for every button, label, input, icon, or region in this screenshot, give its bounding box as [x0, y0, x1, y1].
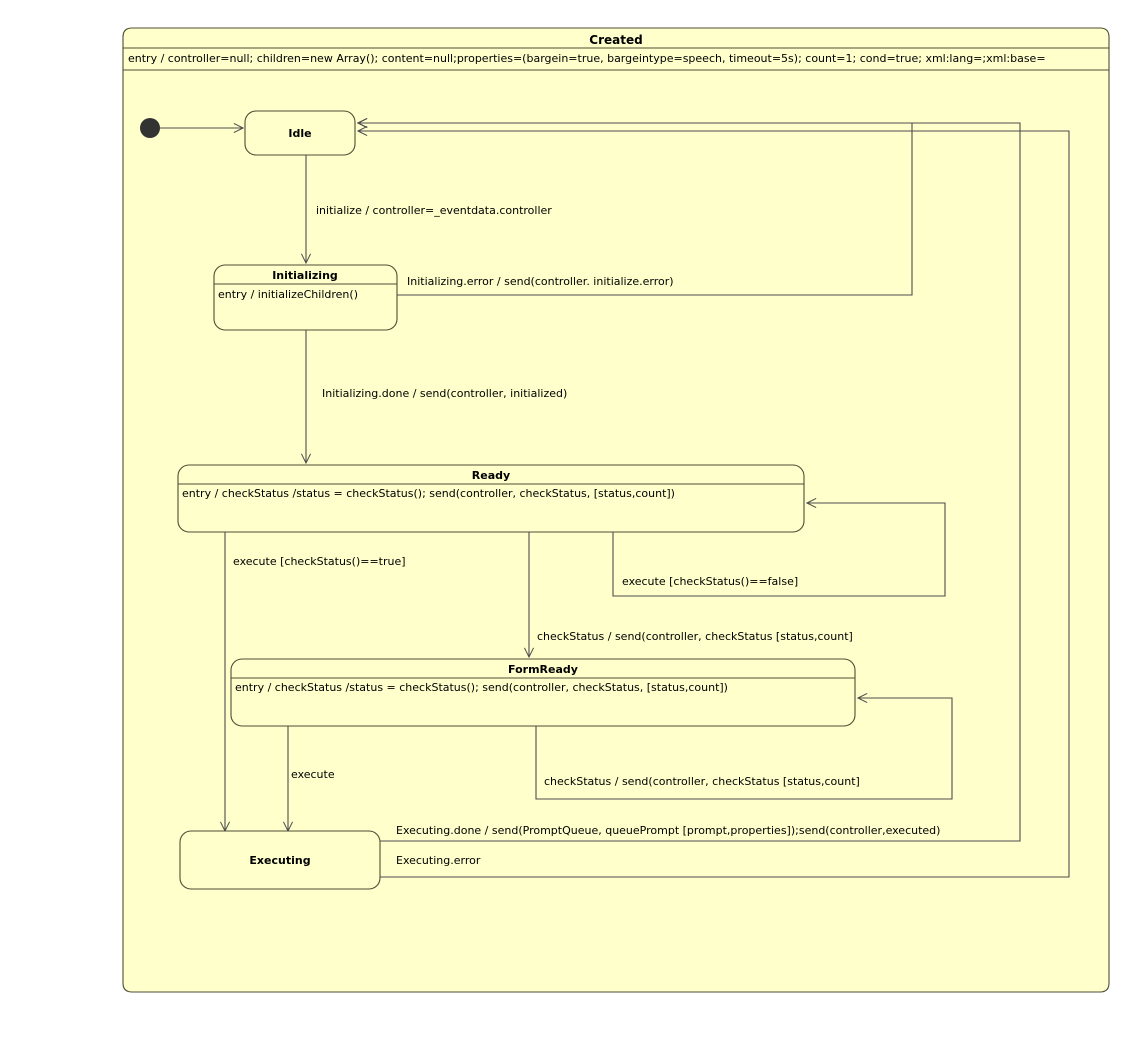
- transition-ready-to-executing[interactable]: execute [checkStatus()==true]: [225, 532, 406, 831]
- transition-formready-to-executing-label: execute: [291, 768, 335, 781]
- transition-ready-self-loop-label: execute [checkStatus()==false]: [622, 575, 798, 588]
- transition-executing-done-label: Executing.done / send(PromptQueue, queue…: [396, 824, 940, 837]
- transition-formready-self-loop-label: checkStatus / send(controller, checkStat…: [544, 775, 860, 788]
- state-formready-entry: entry / checkStatus /status = checkStatu…: [235, 681, 728, 694]
- state-initializing-entry: entry / initializeChildren(): [218, 288, 358, 301]
- state-ready-entry: entry / checkStatus /status = checkStatu…: [182, 487, 675, 500]
- state-ready-title: Ready: [472, 469, 510, 482]
- transition-initializing-to-idle-label: Initializing.error / send(controller. in…: [407, 275, 674, 288]
- initial-pseudostate-node[interactable]: [140, 118, 160, 138]
- transition-executing-error-label: Executing.error: [396, 854, 481, 867]
- transition-formready-to-executing[interactable]: execute: [288, 726, 335, 831]
- state-formready-title: FormReady: [508, 663, 578, 676]
- state-idle-title: Idle: [288, 127, 311, 140]
- composite-state-entry-text: entry / controller=null; children=new Ar…: [128, 52, 1046, 65]
- state-executing[interactable]: Executing: [179, 830, 381, 890]
- state-idle[interactable]: Idle: [244, 110, 356, 156]
- state-initializing-title: Initializing: [272, 269, 338, 282]
- transition-ready-to-formready-label: checkStatus / send(controller, checkStat…: [537, 630, 853, 643]
- state-executing-title: Executing: [249, 854, 310, 867]
- transition-executing-error[interactable]: Executing.error: [358, 131, 1070, 878]
- transition-formready-self-loop[interactable]: checkStatus / send(controller, checkStat…: [535, 698, 953, 800]
- transition-executing-done[interactable]: Executing.done / send(PromptQueue, queue…: [358, 123, 1021, 842]
- transition-ready-to-formready[interactable]: checkStatus / send(controller, checkStat…: [529, 532, 853, 657]
- transition-initializing-to-ready[interactable]: Initializing.done / send(controller, ini…: [306, 330, 567, 463]
- transition-idle-to-initializing[interactable]: initialize / controller=_eventdata.contr…: [306, 155, 552, 263]
- transition-ready-to-executing-label: execute [checkStatus()==true]: [233, 555, 406, 568]
- state-formready[interactable]: FormReady entry / checkStatus /status = …: [230, 658, 856, 727]
- transition-idle-to-initializing-label: initialize / controller=_eventdata.contr…: [316, 204, 552, 217]
- transition-initializing-to-ready-label: Initializing.done / send(controller, ini…: [322, 387, 567, 400]
- state-initializing[interactable]: Initializing entry / initializeChildren(…: [213, 264, 398, 331]
- state-ready[interactable]: Ready entry / checkStatus /status = chec…: [177, 464, 805, 533]
- composite-state-title: Created: [589, 33, 642, 47]
- transition-ready-self-loop[interactable]: execute [checkStatus()==false]: [612, 503, 946, 597]
